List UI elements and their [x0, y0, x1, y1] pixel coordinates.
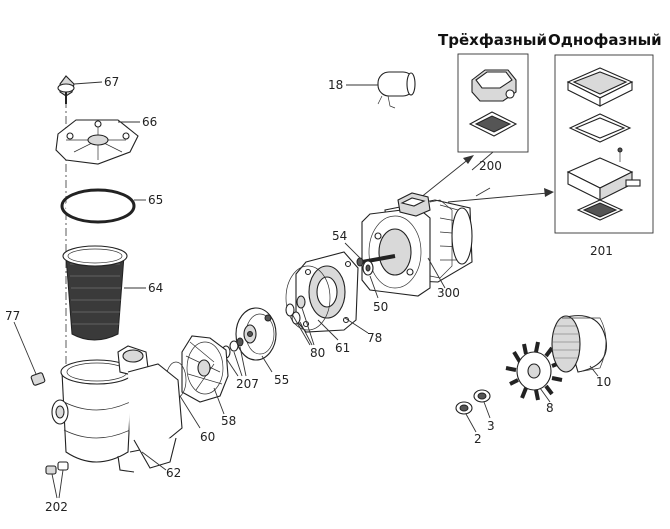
strainer-basket-64	[62, 245, 128, 341]
label-58: 58	[221, 414, 236, 428]
leader-3	[483, 401, 491, 419]
label-55: 55	[274, 373, 289, 387]
leader-8	[539, 387, 551, 403]
bearing-3	[473, 389, 491, 403]
leader-80-c	[301, 307, 315, 346]
diffuser-58	[181, 335, 229, 403]
label-66: 66	[142, 115, 157, 129]
label-202: 202	[45, 500, 68, 514]
label-200: 200	[479, 159, 502, 173]
label-50: 50	[373, 300, 388, 314]
bearing-2	[455, 401, 473, 415]
motor-300	[361, 192, 473, 297]
part-54	[356, 257, 364, 267]
o-ring-65	[60, 188, 136, 224]
label-77: 77	[5, 309, 20, 323]
leader-78	[344, 317, 369, 334]
leader-300	[427, 257, 446, 289]
seal-plate-78	[295, 251, 359, 333]
label-2: 2	[474, 432, 482, 446]
leader-10	[589, 365, 599, 377]
fan-cover-10	[551, 315, 607, 373]
terminal-box-single-phase	[554, 54, 654, 234]
leader-80-b	[299, 321, 313, 346]
leader-62	[141, 451, 167, 471]
label-62: 62	[166, 466, 181, 480]
label-3: 3	[487, 419, 495, 433]
part-50	[362, 260, 374, 276]
label-8: 8	[546, 401, 554, 415]
leader-207-a	[225, 357, 239, 377]
leader-54	[344, 242, 361, 259]
leader-80-a	[291, 313, 311, 346]
label-18: 18	[328, 78, 343, 92]
label-10: 10	[596, 375, 611, 389]
label-78: 78	[367, 331, 382, 345]
header-three-phase: Трёхфазный	[438, 31, 547, 49]
leader-58	[213, 387, 225, 415]
leader-2	[465, 413, 477, 433]
leader-67	[73, 81, 103, 85]
leader-60	[179, 395, 201, 429]
terminal-box-three-phase	[457, 53, 529, 153]
label-300: 300	[437, 286, 460, 300]
header-single-phase: Однофазный	[548, 31, 662, 49]
plug-202	[45, 461, 69, 475]
label-61: 61	[335, 341, 350, 355]
drain-plug-77	[30, 372, 46, 386]
leader-202-b	[58, 469, 64, 499]
leader-207-b	[233, 351, 243, 377]
fan-8	[505, 341, 563, 401]
leader-207-c	[239, 346, 247, 377]
leader-50	[369, 275, 379, 299]
leader-61	[317, 319, 339, 341]
arrow-to-200	[419, 155, 474, 199]
capacitor-18	[377, 71, 416, 109]
lid-knob-67	[57, 75, 75, 104]
label-201: 201	[590, 244, 613, 258]
impeller-55	[235, 307, 277, 361]
label-80: 80	[310, 346, 325, 360]
leader-200-top	[471, 151, 494, 171]
arrow-to-201	[447, 187, 554, 203]
label-67: 67	[104, 75, 119, 89]
seal-80	[285, 295, 306, 325]
label-60: 60	[200, 430, 215, 444]
pump-housing-62	[51, 345, 183, 473]
label-64: 64	[148, 281, 163, 295]
leader-55	[261, 355, 273, 373]
label-54: 54	[332, 229, 347, 243]
lid-66	[55, 119, 139, 165]
leader-77	[13, 321, 37, 375]
o-ring-61	[285, 265, 331, 331]
leader-202-a	[51, 473, 58, 499]
label-207: 207	[236, 377, 259, 391]
label-65: 65	[148, 193, 163, 207]
